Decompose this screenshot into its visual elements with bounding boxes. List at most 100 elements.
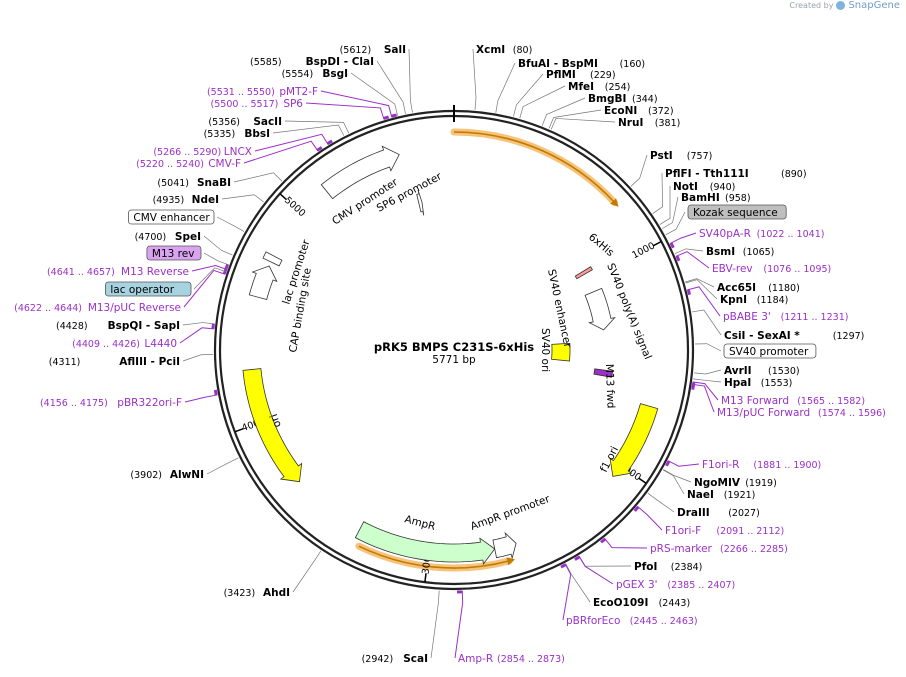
svg-text:PfoI: PfoI — [634, 561, 657, 573]
leader-line — [519, 85, 566, 119]
lac-promoter-feature — [248, 265, 278, 301]
svg-text:SalI: SalI — [384, 44, 406, 56]
label-ngomiv: NgoMIV(1919) — [694, 477, 777, 489]
svg-text:EBV-rev: EBV-rev — [712, 263, 753, 275]
svg-text:(254): (254) — [605, 82, 631, 93]
leader-line — [663, 469, 692, 483]
svg-text:(890): (890) — [781, 169, 807, 180]
svg-text:MfeI: MfeI — [568, 81, 594, 93]
label-bspqi-sapi: BspQI - SapI(4428) — [56, 320, 180, 332]
label-naei: NaeI(1921) — [687, 489, 755, 501]
svg-text:BspDI - ClaI: BspDI - ClaI — [306, 56, 374, 68]
leader-line — [203, 252, 229, 266]
svg-text:(5554): (5554) — [282, 69, 314, 80]
svg-text:pBR322ori-F: pBR322ori-F — [117, 397, 182, 409]
svg-text:SnaBI: SnaBI — [197, 177, 231, 189]
leader-line — [667, 460, 700, 467]
leader-line — [647, 492, 675, 513]
orf-bottom-line — [358, 545, 510, 569]
leader-line — [578, 555, 614, 585]
primer-mark — [213, 389, 218, 396]
leader-line — [693, 378, 722, 383]
label-ecoo109i: EcoO109I(2443) — [593, 597, 690, 609]
label-kozak-sequence: Kozak sequence — [687, 204, 787, 220]
label-econi: EcoNI(372) — [604, 105, 674, 117]
leader-line — [692, 383, 715, 413]
label-bbsi: BbsI(5335) — [204, 128, 270, 140]
svg-text:EcoO109I: EcoO109I — [593, 597, 648, 609]
svg-text:(958): (958) — [725, 193, 751, 204]
primer-mark — [669, 242, 675, 249]
orf-bottom-arrow — [506, 557, 516, 566]
label-bspdi-clai: BspDI - ClaI (5585) — [250, 56, 374, 68]
label-lncx: LNCX(5266 .. 5290) — [153, 146, 252, 158]
primer-mark — [600, 537, 607, 544]
svg-text:LNCX: LNCX — [224, 146, 252, 158]
svg-text:M13 Reverse: M13 Reverse — [121, 266, 189, 278]
ampr-promoter-feature — [492, 531, 517, 560]
label-acc65i: Acc65I(1180) — [717, 282, 800, 294]
leader-line — [221, 194, 264, 203]
svg-text:BspQI - SapI: BspQI - SapI — [108, 320, 180, 332]
svg-text:BsmI: BsmI — [706, 246, 735, 258]
credit-brand: SnapGene — [848, 0, 900, 11]
tick-mark — [424, 573, 427, 583]
svg-text:pBRforEco: pBRforEco — [566, 615, 620, 627]
label-pbr322ori-f: pBR322ori-F(4156 .. 4175) — [40, 397, 182, 409]
svg-text:(5500 .. 5517): (5500 .. 5517) — [211, 99, 279, 110]
svg-text:(1065): (1065) — [743, 247, 775, 258]
label-sali: SalI(5612) — [340, 44, 406, 56]
primer-mark — [560, 563, 567, 569]
svg-text:(5585): (5585) — [250, 57, 282, 68]
svg-text:(5356): (5356) — [208, 117, 240, 128]
label-bmgbi: BmgBI(344) — [588, 93, 658, 105]
sv40-enhancer-ori-feature — [551, 342, 571, 362]
label-sv40-promoter: SV40 promoter — [723, 343, 817, 359]
leader-line — [669, 232, 697, 244]
svg-text:PflFI - Tth111I: PflFI - Tth111I — [665, 168, 749, 180]
svg-text:(1574 .. 1596): (1574 .. 1596) — [818, 408, 886, 419]
snapgene-credit: Created by SnapGene — [789, 0, 900, 11]
primer-mark — [224, 263, 230, 270]
leader-line — [184, 394, 218, 403]
leader-line — [513, 73, 544, 117]
label-prs-marker: pRS-marker(2266 .. 2285) — [650, 543, 788, 555]
leader-line — [233, 172, 283, 183]
ampr-promoter-label: AmpR promoter — [469, 493, 552, 533]
leader-line — [662, 196, 679, 229]
svg-text:NotI: NotI — [673, 181, 698, 193]
label-m13-rev: M13 rev — [146, 245, 202, 261]
svg-text:(5220 .. 5240): (5220 .. 5240) — [136, 159, 204, 170]
svg-text:BsgI: BsgI — [322, 68, 348, 80]
svg-text:CMV enhancer: CMV enhancer — [133, 212, 210, 224]
leader-line — [376, 60, 406, 114]
svg-text:CMV-F: CMV-F — [208, 158, 241, 170]
sv40-polya-label: SV40 poly(A) signal — [604, 262, 654, 362]
label-hpai: HpaI(1553) — [724, 377, 792, 389]
svg-text:(5531 .. 5550): (5531 .. 5550) — [207, 87, 275, 98]
svg-text:(1553): (1553) — [761, 378, 793, 389]
leader-line — [659, 185, 671, 225]
svg-text:AlwNI: AlwNI — [170, 469, 204, 481]
six-his-label: 6xHis — [586, 231, 616, 259]
leader-line — [430, 590, 440, 659]
svg-text:F1ori-F: F1ori-F — [665, 525, 701, 537]
leader-line — [305, 102, 385, 120]
svg-text:NgoMIV: NgoMIV — [694, 477, 741, 489]
svg-text:(80): (80) — [513, 45, 533, 56]
label-f1ori-r: F1ori-R(1881 .. 1900) — [702, 459, 821, 471]
primer-mark — [686, 289, 692, 296]
primer-mark — [211, 323, 215, 329]
leader-line — [272, 124, 345, 136]
label-pflmi: PflMI(229) — [546, 69, 616, 81]
svg-text:PflMI: PflMI — [546, 69, 576, 81]
label-psti: PstI(757) — [650, 150, 712, 162]
primer-mark — [391, 113, 397, 118]
svg-text:BmgBI: BmgBI — [588, 93, 626, 105]
svg-text:SpeI: SpeI — [175, 231, 201, 243]
label-scai: ScaI(2942) — [362, 653, 428, 665]
leader-line — [495, 62, 516, 113]
leader-line — [408, 48, 413, 113]
leader-line — [562, 563, 572, 621]
svg-text:NdeI: NdeI — [192, 194, 219, 206]
